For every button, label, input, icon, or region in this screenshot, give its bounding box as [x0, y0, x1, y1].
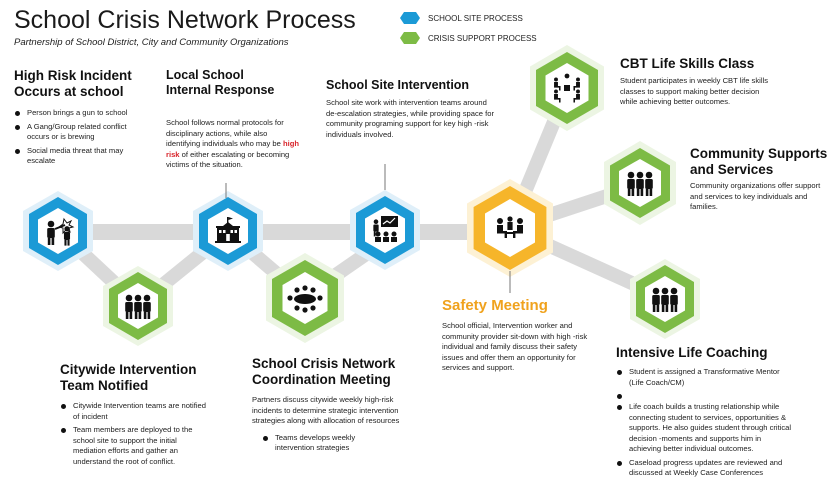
page-title: School Crisis Network Process: [14, 6, 356, 34]
step-description: School follows normal protocols for disc…: [166, 118, 299, 169]
bullet-item: Student is assigned a Transformative Men…: [616, 367, 794, 388]
school-building-icon: [215, 217, 241, 243]
hex-citywide: [103, 266, 173, 346]
step-cbt: CBT Life Skills Class Student participat…: [620, 56, 790, 108]
step-bullets: Student is assigned a Transformative Men…: [616, 367, 794, 479]
legend-item-school-site: SCHOOL SITE PROCESS: [400, 11, 537, 25]
hex-community: [604, 141, 676, 225]
bullet-item: Life coach builds a trusting relationshi…: [616, 402, 794, 455]
presentation-icon: [373, 216, 398, 242]
classroom-icon: [554, 73, 580, 103]
legend: SCHOOL SITE PROCESS CRISIS SUPPORT PROCE…: [400, 11, 537, 45]
hex-coaching: [630, 259, 700, 339]
step-coaching: Intensive Life Coaching Student is assig…: [616, 345, 816, 482]
hex-local-school: [193, 191, 263, 271]
legend-label: CRISIS SUPPORT PROCESS: [428, 33, 537, 43]
bullet-item: Teams develops weekly intervention strat…: [262, 433, 392, 454]
step-title: CBT Life Skills Class: [620, 56, 755, 71]
step-title: Safety Meeting: [442, 297, 548, 314]
step-description: School official, Intervention worker and…: [442, 321, 588, 372]
step-title: Intensive Life Coaching: [616, 345, 768, 360]
bullet-item: Citywide Intervention teams are notified…: [60, 401, 210, 422]
high-risk-highlight: high risk: [166, 139, 299, 159]
step-title: School Site Intervention: [326, 78, 470, 92]
discussion-icon: [497, 216, 523, 238]
hex-coordination: [266, 253, 344, 343]
step-description: Partners discuss citywide weekly high-ri…: [252, 395, 400, 425]
step-description: School site work with intervention teams…: [326, 98, 494, 139]
hex-school-site: [350, 190, 420, 270]
legend-label: SCHOOL SITE PROCESS: [428, 13, 523, 23]
step-bullets: Person brings a gun to school A Gang/Gro…: [14, 108, 142, 167]
blue-hexagon-icon: [400, 12, 420, 24]
bullet-item: Person brings a gun to school: [14, 108, 142, 119]
step-school-site: School Site Intervention School site wor…: [326, 78, 516, 140]
bullet-item: Team members are deployed to the school …: [60, 425, 210, 467]
green-hexagon-icon: [400, 32, 420, 44]
step-description: Student participates in weekly CBT life …: [620, 76, 769, 106]
bullet-item: [616, 391, 794, 399]
conflict-icon: [47, 217, 75, 246]
bullet-item: A Gang/Group related conflict occurs or …: [14, 122, 142, 143]
legend-item-crisis-support: CRISIS SUPPORT PROCESS: [400, 31, 537, 45]
hex-cbt: [530, 45, 604, 131]
meeting-table-icon: [287, 285, 323, 313]
bullet-item: Social media threat that may escalate: [14, 146, 142, 167]
step-bullets: Citywide Intervention teams are notified…: [60, 401, 210, 467]
hex-high-risk: [23, 191, 93, 271]
hex-safety: [467, 179, 553, 277]
callout-pointers: [225, 164, 511, 293]
step-bullets: Teams develops weekly intervention strat…: [262, 433, 392, 454]
page-subtitle: Partnership of School District, City and…: [14, 37, 289, 48]
step-description: Community organizations offer support an…: [690, 181, 821, 211]
bullet-item: Caseload progress updates are reviewed a…: [616, 458, 794, 479]
step-safety: Safety Meeting School official, Interven…: [442, 297, 602, 374]
